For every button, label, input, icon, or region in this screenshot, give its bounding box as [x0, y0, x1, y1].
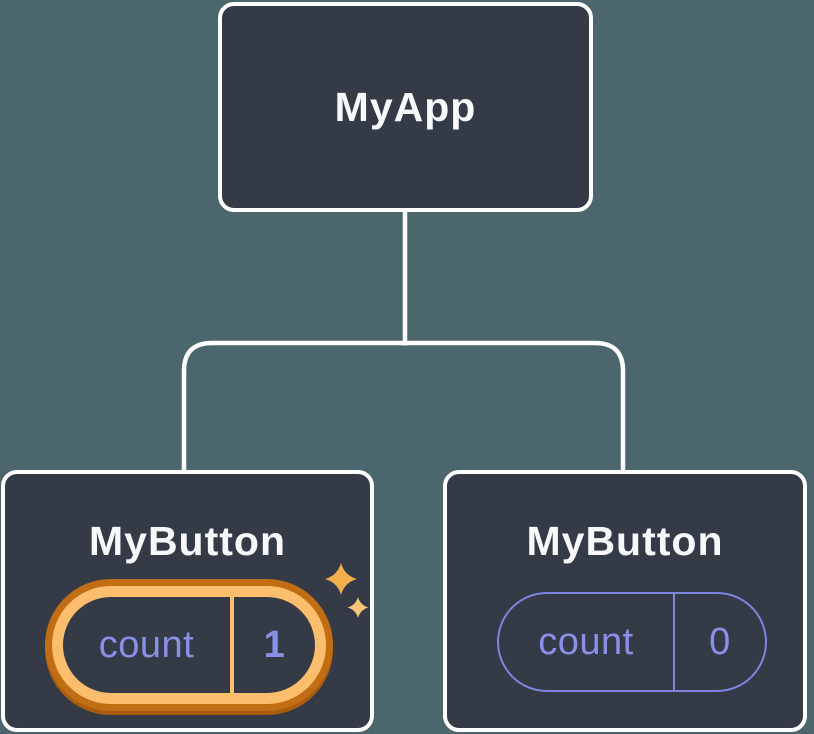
pill-divider: [230, 597, 234, 693]
sparkle-large: [325, 563, 357, 595]
node-mybutton-right: MyButton count 0: [443, 470, 807, 732]
state-name: count: [538, 620, 634, 663]
node-myapp: MyApp: [218, 2, 593, 212]
state-value: 1: [263, 623, 286, 666]
state-pill-plain: count 0: [497, 592, 767, 692]
node-mybutton-left: MyButton count 1: [1, 470, 374, 732]
node-mybutton-right-label: MyButton: [526, 518, 724, 564]
state-value: 0: [709, 620, 731, 663]
sparkle-icon: [325, 563, 369, 618]
sparkle-small: [347, 597, 369, 618]
state-pill-highlighted: count 1: [52, 586, 326, 704]
node-myapp-label: MyApp: [334, 83, 477, 130]
state-name: count: [98, 623, 195, 666]
pill-divider: [673, 594, 675, 690]
node-mybutton-left-label: MyButton: [88, 518, 286, 564]
children-bracket-line: [181, 340, 626, 475]
